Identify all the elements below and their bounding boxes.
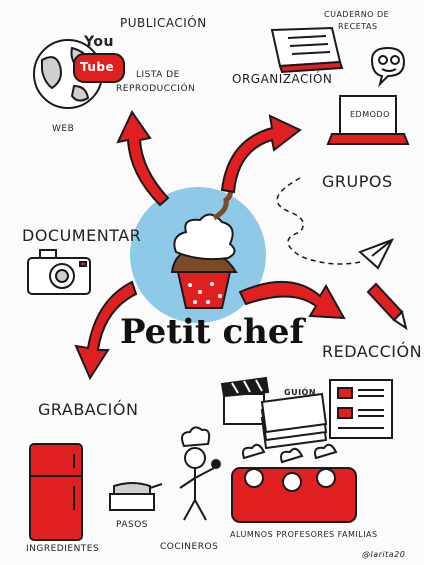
main-title: Petit chef (120, 312, 305, 352)
youtube-you-text: You (84, 34, 114, 50)
red-arrows (74, 109, 346, 381)
arrow-to-redaccion (238, 281, 346, 320)
fridge-icon (29, 443, 83, 541)
notebook-icon (270, 26, 344, 74)
label-redaccion: REDACCIÓN (322, 342, 423, 361)
label-publicacion: PUBLICACIÓN (120, 16, 207, 30)
label-pasos: PASOS (116, 520, 149, 530)
label-grabacion: GRABACIÓN (38, 400, 139, 419)
label-lista: LISTA DE (136, 70, 180, 80)
label-cocineros: COCINEROS (160, 542, 219, 552)
youtube-tube-text: Tube (80, 60, 115, 74)
label-guion: GUIÓN (284, 388, 317, 397)
arrow-to-organizacion (220, 114, 302, 194)
chef-big-icon (179, 426, 221, 521)
label-reproduccion: REPRODUCCIÓN (116, 84, 196, 94)
paper-plane-path (276, 177, 361, 265)
label-alumnos: ALUMNOS PROFESORES FAMILIAS (230, 530, 378, 539)
label-organizacion: ORGANIZACIÓN (232, 72, 333, 86)
label-recetas: RECETAS (338, 22, 378, 31)
edmodo-face-icon (370, 46, 406, 88)
script-pages-icon (260, 392, 328, 450)
label-cuaderno: CUADERNO DE (324, 10, 390, 19)
arrow-to-publicacion (116, 109, 170, 207)
cupcake-icon (170, 187, 238, 309)
label-documentar: DOCUMENTAR (22, 226, 142, 245)
youtube-icon (73, 53, 125, 83)
clapperboard-icon (220, 376, 270, 425)
label-ingredientes: INGREDIENTES (26, 544, 100, 554)
signature: @larita20 (362, 550, 406, 559)
chefs-group-icon (231, 443, 357, 523)
label-web: WEB (52, 124, 75, 134)
paper-plane-icon (358, 238, 395, 270)
document-icon (329, 379, 393, 439)
pencil-icon (366, 282, 408, 331)
label-grupos: GRUPOS (322, 172, 393, 191)
laptop-icon (326, 95, 410, 145)
arrow-to-grabacion (74, 280, 138, 381)
label-edmodo: EDMODO (350, 110, 390, 119)
camera-icon (27, 249, 91, 295)
stove-icon (109, 482, 163, 511)
